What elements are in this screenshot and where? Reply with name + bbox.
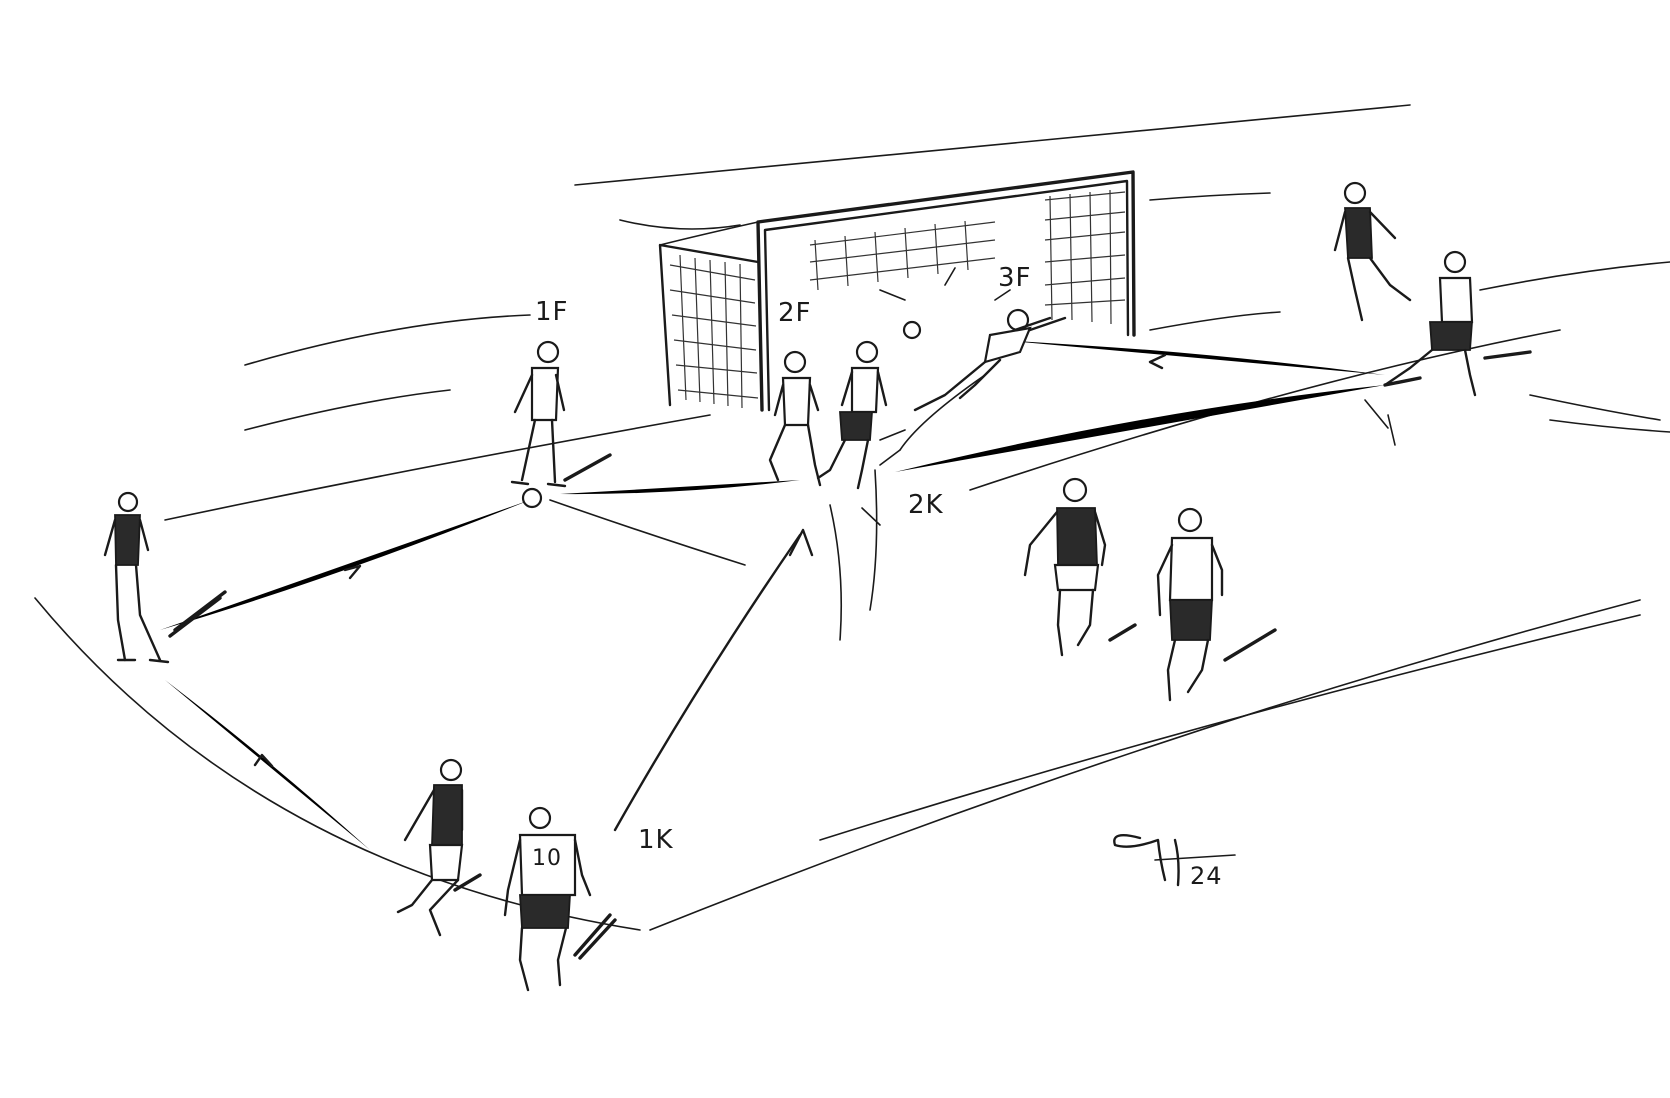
soccer-ball-icon (521, 487, 543, 509)
player-bottom-1 (396, 758, 464, 937)
pitch-lines (34, 104, 1670, 931)
player-1k (503, 806, 592, 992)
shadows (168, 350, 1532, 960)
soccer-ball-icon (902, 320, 922, 340)
player-mid-right-1 (1023, 477, 1107, 657)
soccer-goal-icon (658, 170, 1136, 412)
player-1f (510, 340, 567, 509)
artist-signature-icon (1113, 834, 1236, 887)
movement-paths (160, 340, 1396, 850)
label-1f: 1F (535, 297, 569, 327)
player-top-right-1 (1333, 181, 1412, 322)
player-top-right-2 (1383, 250, 1477, 397)
label-2f: 2F (778, 298, 812, 328)
player-figure-icon (103, 181, 1477, 992)
label-1k: 1K (638, 825, 674, 855)
jersey-number: 10 (532, 846, 562, 871)
player-mid-right-2 (1156, 507, 1224, 702)
signature-year: 24 (1190, 862, 1223, 890)
label-3f: 3F (998, 263, 1032, 293)
player-3f (902, 308, 1067, 412)
label-2k: 2K (908, 490, 944, 520)
player-left (103, 491, 170, 664)
player-2f (768, 350, 822, 487)
player-2k (816, 340, 888, 490)
